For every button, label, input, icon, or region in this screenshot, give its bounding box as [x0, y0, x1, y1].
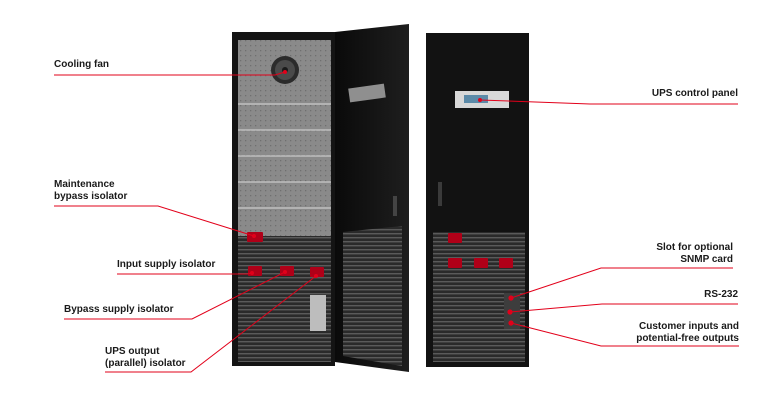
leader-rs232 [509, 303, 738, 313]
bypass-supply-switch [280, 266, 294, 276]
leader-lines [54, 71, 739, 373]
ups-output-switch [310, 267, 324, 277]
label-maintenance-bypass: Maintenance bypass isolator [54, 179, 128, 202]
leader-bypass-supply [64, 271, 286, 320]
label-ups-control-panel: UPS control panel [651, 88, 738, 99]
leader-cooling-fan [54, 71, 286, 76]
controller-box [310, 295, 326, 331]
label-snmp-slot: Slot for optional SNMP card [656, 242, 733, 265]
label-bypass-supply: Bypass supply isolator [64, 304, 174, 315]
left-cabinet [232, 32, 335, 366]
input-supply-switch [248, 266, 262, 276]
leader-ups-output [105, 275, 317, 373]
leader-customer-io [510, 322, 739, 347]
label-input-supply: Input supply isolator [117, 259, 216, 270]
label-customer-io: Customer inputs and potential-free outpu… [636, 321, 739, 344]
leader-endpoints [250, 70, 514, 326]
leader-control-panel [479, 99, 738, 105]
left-cabinet-door [335, 24, 409, 372]
leader-input-supply [117, 272, 253, 275]
label-ups-output: UPS output (parallel) isolator [105, 346, 186, 369]
leader-snmp [510, 267, 733, 299]
right-cabinet [426, 33, 529, 367]
label-rs232: RS-232 [704, 289, 738, 300]
leader-maintenance-bypass [54, 205, 255, 237]
label-cooling-fan: Cooling fan [54, 59, 109, 70]
door-control-unit [348, 83, 386, 103]
